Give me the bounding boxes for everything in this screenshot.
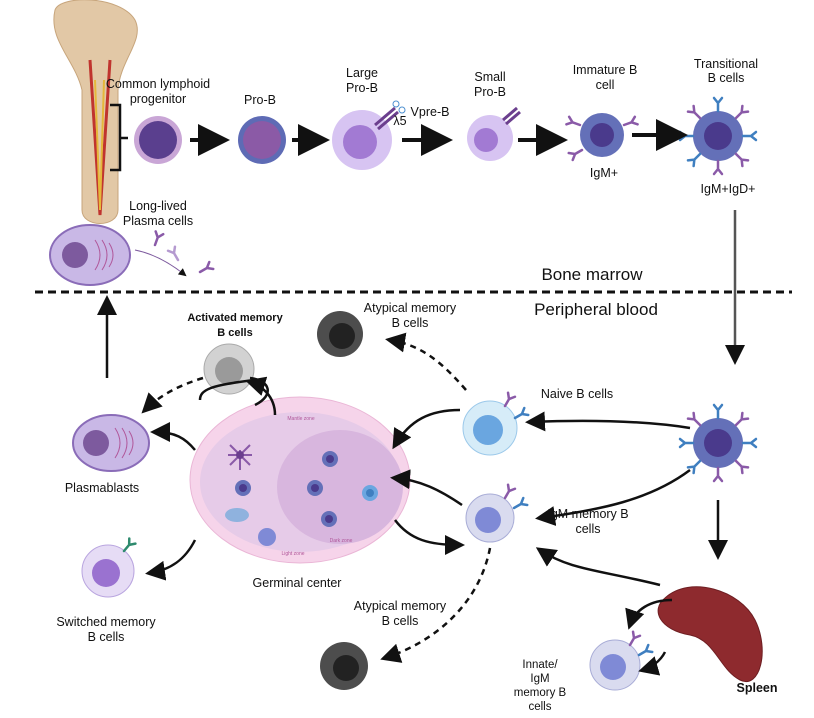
- small-pro-b-cell: [467, 106, 521, 161]
- transitional-b-cell: [678, 96, 758, 176]
- large-pro-b-cell: [332, 100, 406, 170]
- immature-b-cell: [565, 113, 639, 162]
- label-peripheral-blood: Peripheral blood: [534, 300, 658, 319]
- label-germinal-center: Germinal center: [253, 576, 342, 590]
- label-vpre-b: Vpre-B: [411, 105, 450, 119]
- label-light-zone: Light zone: [281, 551, 304, 557]
- label-naive-b-cells: Naive B cells: [541, 387, 613, 401]
- plasmablast-cell: [72, 414, 150, 472]
- spleen-organ: [657, 586, 763, 683]
- pro-b-cell: [238, 116, 286, 164]
- germinal-center: [189, 396, 411, 564]
- femur-bone-illustration: [53, 0, 138, 224]
- long-lived-plasma-cell: [49, 224, 215, 286]
- differentiation-arrows: [97, 295, 728, 676]
- transitional-b-cell-periphery: [678, 403, 758, 483]
- bracket: [110, 103, 128, 172]
- common-lymphoid-progenitor-cell: [134, 116, 182, 164]
- label-spleen: Spleen: [737, 681, 778, 695]
- development-arrows: [190, 119, 688, 156]
- atypical-memory-b-cell-top: [317, 311, 363, 357]
- label-pro-b: Pro-B: [244, 93, 276, 107]
- naive-b-cell: [462, 391, 530, 456]
- label-plasmablasts: Plasmablasts: [65, 481, 139, 495]
- label-dark-zone: Dark zone: [330, 538, 353, 544]
- innate-igm-memory-b-cell: [589, 630, 654, 691]
- label-bone-marrow: Bone marrow: [541, 265, 643, 284]
- label-mantle-zone: Mantle zone: [287, 416, 314, 422]
- label-igm-plus: IgM+: [590, 166, 618, 180]
- switched-memory-b-cell: [81, 537, 137, 598]
- igm-memory-b-cell: [465, 483, 529, 543]
- label-igm-igd: IgM+IgD+: [701, 182, 756, 196]
- atypical-memory-b-cell-bottom: [320, 642, 368, 690]
- label-lambda5: λ5: [393, 114, 406, 128]
